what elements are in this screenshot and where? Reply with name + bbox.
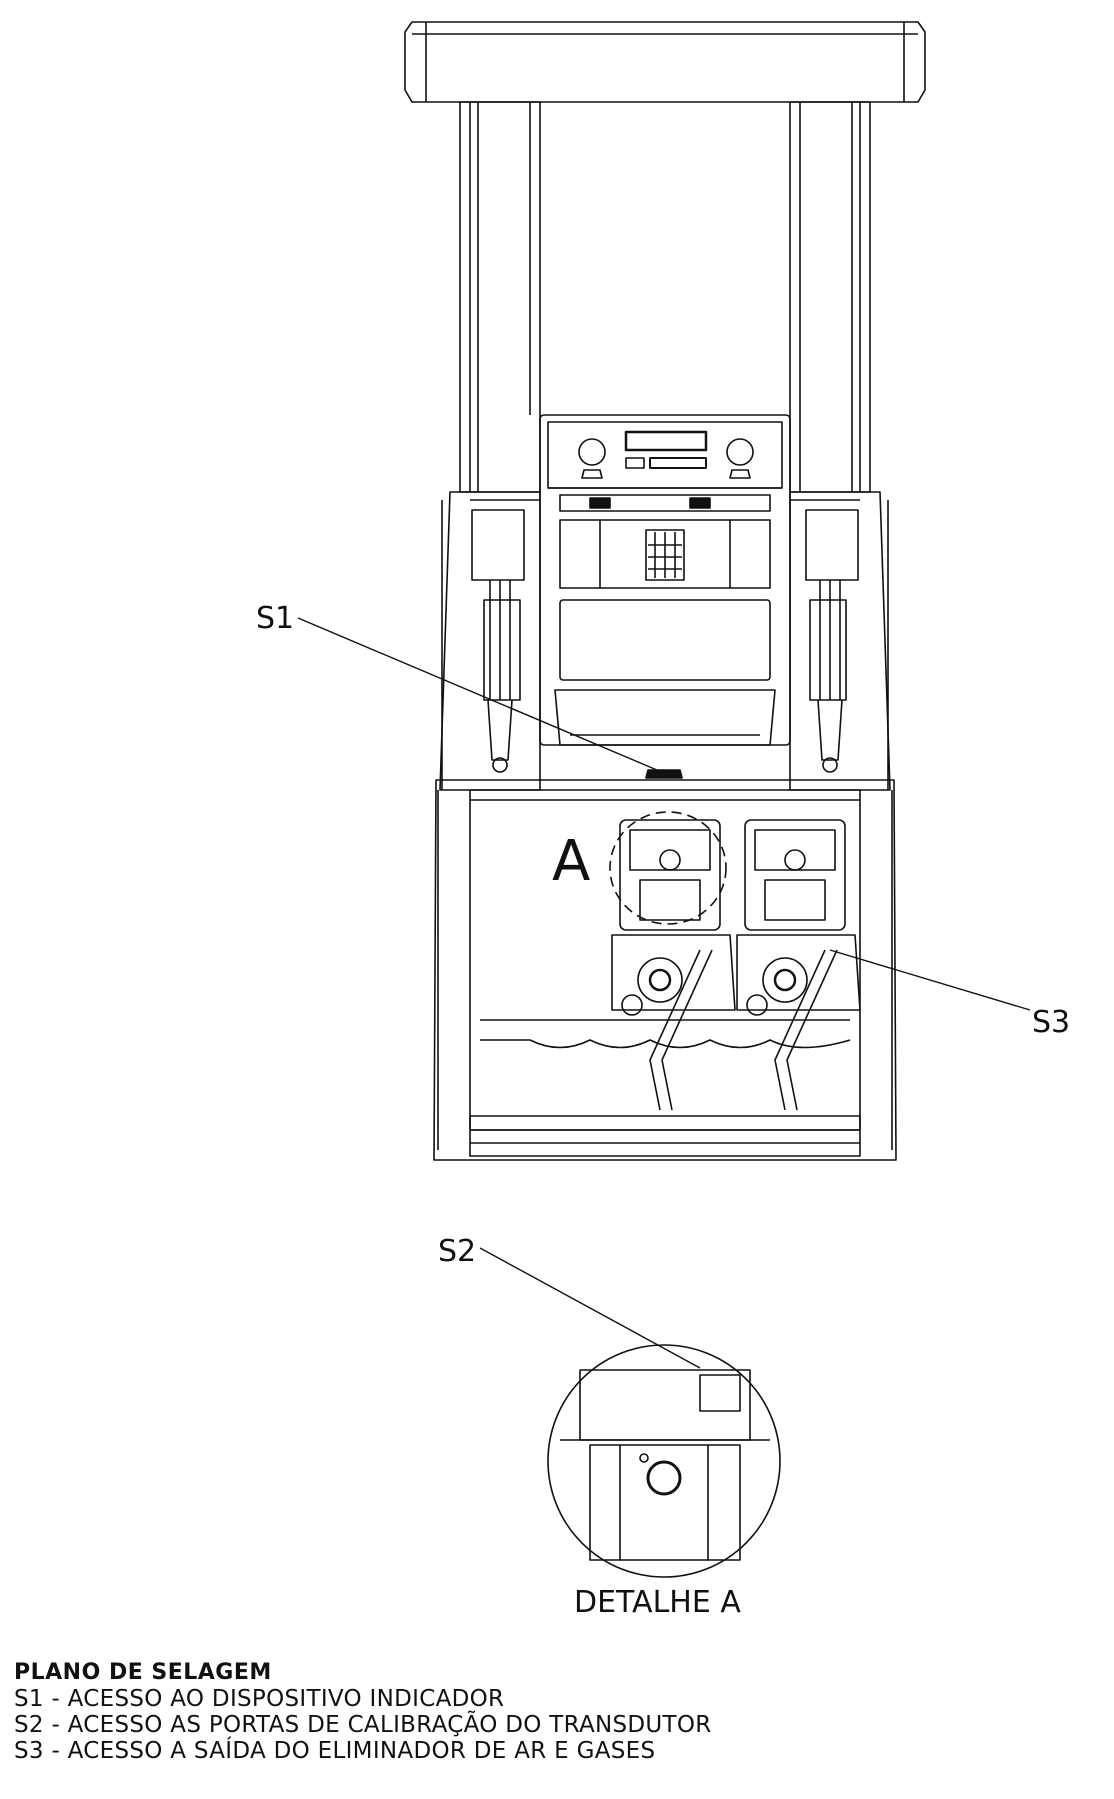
callout-s1: S1: [256, 601, 294, 636]
legend-item-s3: S3 - ACESSO A SAÍDA DO ELIMINADOR DE AR …: [14, 1738, 656, 1764]
callout-s2: S2: [438, 1234, 476, 1269]
display-head: [539, 414, 791, 779]
detail-letter-a: A: [552, 829, 590, 894]
leader-s3: [829, 949, 1031, 1011]
leader-s2: [479, 1247, 701, 1369]
detail-a-caption: DETALHE A: [574, 1585, 741, 1620]
callout-s3: S3: [1032, 1005, 1070, 1040]
detail-a-view: [547, 1344, 781, 1578]
canopy: [404, 21, 926, 103]
legend-item-s1: S1 - ACESSO AO DISPOSITIVO INDICADOR: [14, 1686, 505, 1712]
lower-cabinet: [433, 779, 897, 1161]
columns: [459, 101, 871, 493]
legend-title: PLANO DE SELAGEM: [14, 1660, 272, 1685]
leader-lines: [297, 617, 1031, 1369]
legend-item-s2: S2 - ACESSO AS PORTAS DE CALIBRAÇÃO DO T…: [14, 1712, 712, 1738]
sealing-plan-legend: PLANO DE SELAGEM S1 - ACESSO AO DISPOSIT…: [14, 1660, 1094, 1764]
leader-s1: [297, 617, 665, 774]
